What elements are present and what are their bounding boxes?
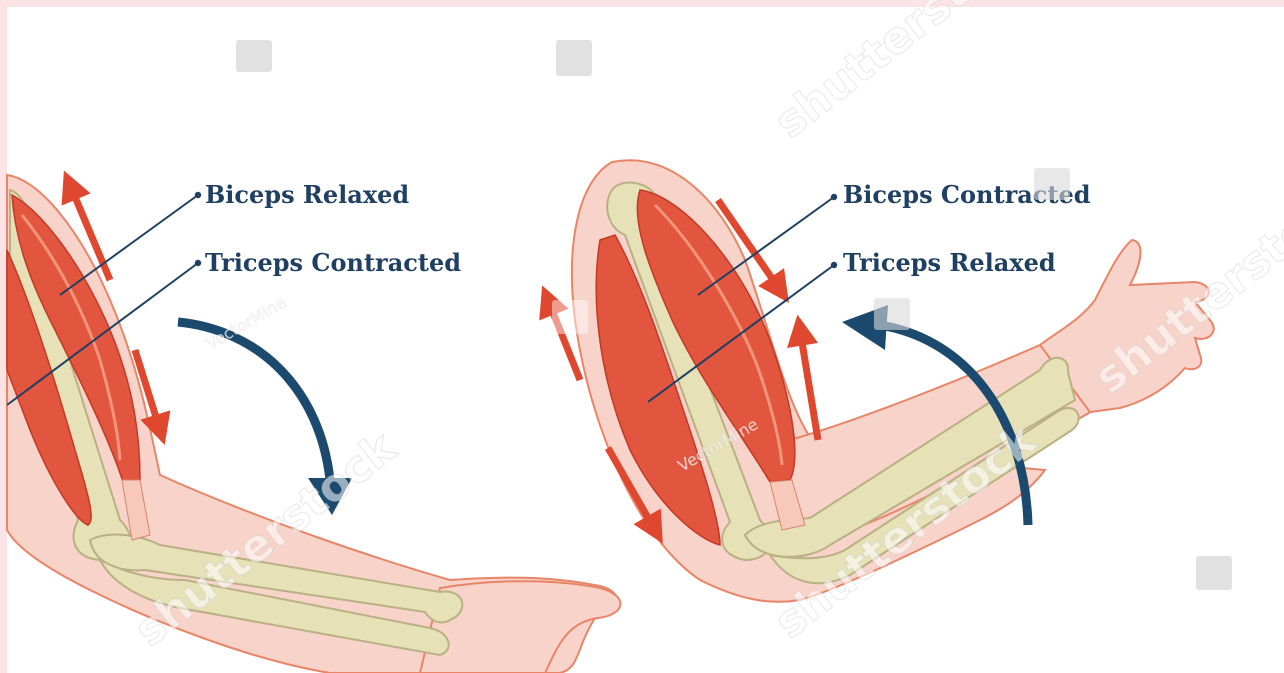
- watermark-logo-5: [1196, 556, 1232, 590]
- biceps-relaxed-label: Biceps Relaxed: [205, 180, 409, 209]
- watermark-logo-4: [874, 298, 910, 330]
- triceps-relaxed-label: Triceps Relaxed: [843, 248, 1056, 277]
- watermark-logo-2: [556, 40, 592, 76]
- watermark-logo-3: [1034, 168, 1070, 200]
- watermark-logo-6: [552, 300, 588, 334]
- triceps-contracted-label: Triceps Contracted: [205, 248, 461, 277]
- watermark-logo-1: [236, 40, 272, 72]
